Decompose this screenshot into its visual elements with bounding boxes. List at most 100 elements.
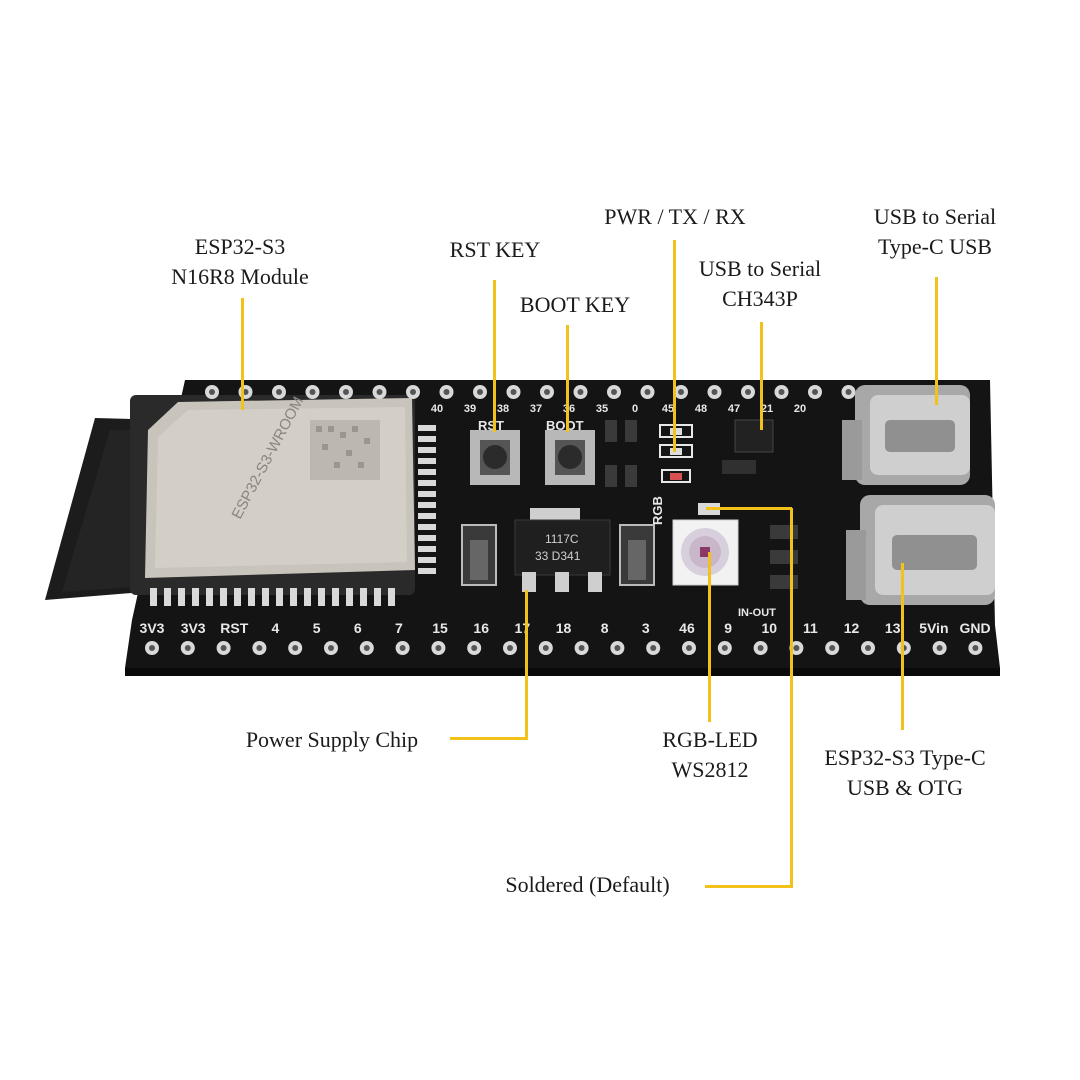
module-castellation	[192, 588, 199, 606]
module-castellation	[418, 469, 436, 475]
leader-soldered-top	[706, 507, 792, 510]
label-soldered-text: Soldered (Default)	[505, 872, 670, 897]
module-castellation	[220, 588, 227, 606]
bottom-pin-label: 11	[803, 620, 818, 636]
module-castellation	[346, 588, 353, 606]
top-pin-label: 45	[662, 403, 674, 415]
leader-soldered-h	[705, 885, 793, 888]
module-castellation	[304, 588, 311, 606]
usb-c-top	[842, 385, 970, 485]
module-castellation	[248, 588, 255, 606]
boot-silk: BOOT	[546, 418, 584, 433]
leader-ch343	[760, 322, 763, 430]
top-pin-label: 48	[695, 403, 707, 415]
leader-power-chip-h	[450, 737, 528, 740]
capacitor-left	[461, 524, 497, 586]
capacitor-right	[619, 524, 655, 586]
module-castellation	[374, 588, 381, 606]
regulator-marking-2: 33 D341	[535, 549, 581, 563]
bottom-pin-label: 12	[844, 620, 860, 636]
top-pin-label: 20	[794, 403, 806, 415]
usb-c-bottom	[846, 495, 995, 605]
label-ch343: USB to Serial CH343P	[680, 254, 840, 314]
module-castellation	[164, 588, 171, 606]
module-castellation	[418, 502, 436, 508]
label-boot-key: BOOT KEY	[500, 290, 650, 320]
module-castellation	[388, 588, 395, 606]
bottom-pin-label: 3V3	[140, 620, 165, 636]
bottom-pin-label: RST	[220, 620, 248, 636]
label-otg-line2: USB & OTG	[846, 775, 964, 800]
leader-rst	[493, 280, 496, 432]
module-castellation	[418, 447, 436, 453]
bottom-pin-label: 16	[473, 620, 489, 636]
label-module: ESP32-S3 N16R8 Module	[155, 232, 325, 292]
module-castellation	[332, 588, 339, 606]
rgb-silk: RGB	[650, 496, 665, 525]
label-module-line2: N16R8 Module	[171, 264, 309, 289]
status-leds	[659, 424, 693, 483]
module-castellation	[178, 588, 185, 606]
bottom-pin-label: 5Vin	[919, 620, 948, 636]
ch343p-chip	[734, 419, 774, 453]
top-pin-label: 40	[431, 403, 443, 415]
module-castellation	[418, 535, 436, 541]
label-module-line1: ESP32-S3	[194, 234, 286, 259]
bottom-pin-label: 9	[724, 620, 732, 636]
top-pin-label: 35	[596, 403, 608, 415]
rst-silk: RST	[478, 418, 504, 433]
label-rgb-line2: WS2812	[671, 757, 749, 782]
module-castellation	[418, 480, 436, 486]
pcb-edge	[125, 668, 1000, 676]
leader-power-chip-v	[525, 590, 528, 740]
bottom-pin-label: 10	[761, 620, 777, 636]
leader-boot	[566, 325, 569, 432]
module-castellation	[418, 491, 436, 497]
boot-button	[545, 430, 595, 485]
bottom-pin-label: 3	[642, 620, 650, 636]
module-castellation	[418, 425, 436, 431]
module-castellation	[418, 546, 436, 552]
bottom-pin-label: 4	[272, 620, 280, 636]
module-castellation	[418, 458, 436, 464]
label-power-chip: Power Supply Chip	[222, 725, 442, 755]
label-boot-key-text: BOOT KEY	[519, 292, 631, 317]
label-rgb-led: RGB-LED WS2812	[640, 725, 780, 785]
bottom-pin-label: 13	[885, 620, 901, 636]
regulator-chip	[514, 508, 611, 592]
module-castellation	[234, 588, 241, 606]
rst-button	[470, 430, 520, 485]
leader-otg	[901, 563, 904, 730]
module-castellation	[262, 588, 269, 606]
top-pin-label: 0	[632, 403, 638, 415]
bottom-pin-label: 46	[679, 620, 695, 636]
label-rst-key: RST KEY	[430, 235, 560, 265]
label-power-chip-text: Power Supply Chip	[245, 727, 419, 752]
module-castellation	[290, 588, 297, 606]
label-rgb-line1: RGB-LED	[662, 727, 758, 752]
label-ch343-line2: CH343P	[722, 286, 798, 311]
in-out-silk: IN-OUT	[738, 607, 776, 619]
leader-usb-serial	[935, 277, 938, 405]
module-castellation	[206, 588, 213, 606]
top-pin-label: 47	[728, 403, 740, 415]
bottom-pin-label: 18	[556, 620, 572, 636]
module-castellation	[276, 588, 283, 606]
bottom-pin-label: GND	[959, 620, 990, 636]
label-otg: ESP32-S3 Type-C USB & OTG	[800, 743, 1010, 803]
module-castellation	[360, 588, 367, 606]
label-usb-serial-line1: USB to Serial	[873, 204, 997, 229]
module-castellation	[418, 557, 436, 563]
rgb-led	[672, 519, 739, 586]
regulator-marking-1: 1117C	[545, 532, 579, 546]
label-pwr-tx-rx: PWR / TX / RX	[590, 202, 760, 232]
top-pin-label: 37	[530, 403, 542, 415]
module-castellation	[418, 524, 436, 530]
label-otg-line1: ESP32-S3 Type-C	[824, 745, 986, 770]
label-usb-serial-typec: USB to Serial Type-C USB	[855, 202, 1015, 262]
bottom-pin-label: 3V3	[181, 620, 206, 636]
label-pwr-tx-rx-text: PWR / TX / RX	[604, 204, 746, 229]
top-pin-label: 36	[563, 403, 575, 415]
module-castellation	[418, 436, 436, 442]
leader-pwr	[673, 240, 676, 452]
